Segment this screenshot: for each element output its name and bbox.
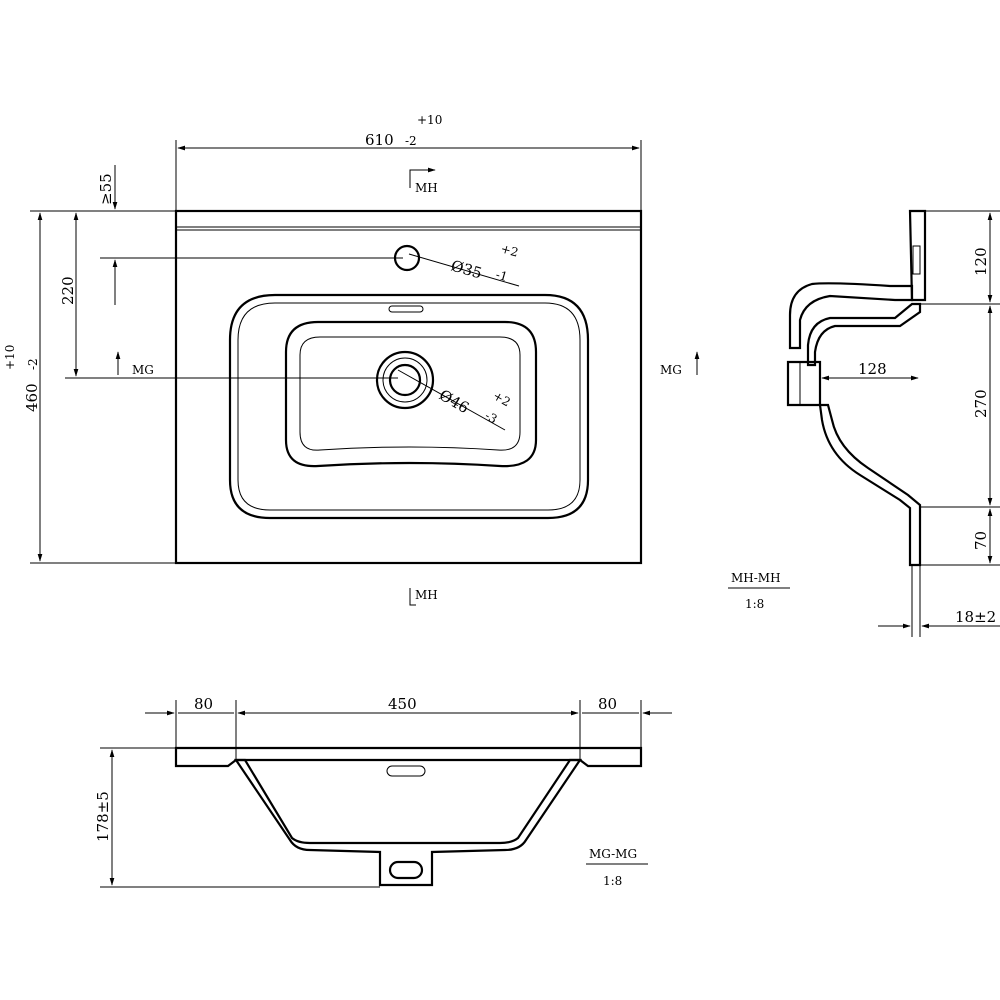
section-label-mg-left: MG [132, 363, 154, 377]
width-value: 610 [365, 131, 394, 149]
bowl-depth-value: 270 [972, 389, 990, 418]
basin-outline [174, 209, 643, 565]
right-deck-width-value: 80 [598, 695, 617, 713]
drain-depth-value: 128 [858, 360, 887, 378]
plan-view: 610 +10 -2 460 -2 +10 220 ≥55 Ø35 +2 -1 … [3, 113, 700, 606]
bowl-wall-profile [818, 403, 922, 567]
rim-profile [788, 282, 914, 350]
drain-hole-diameter: Ø46 [436, 386, 472, 417]
bowl-outer-contour [228, 293, 590, 520]
drain-hole [375, 350, 435, 410]
depth-tolerance-plus: +10 [3, 345, 17, 370]
width-tolerance-plus: +10 [417, 113, 442, 127]
front-section-scale: 1:8 [603, 874, 622, 888]
section-arrow-mh-bottom [409, 588, 416, 606]
depth-tolerance-minus: -2 [26, 358, 40, 370]
front-section-view: 80 450 80 178±5 MG-MG 1:8 [94, 695, 672, 888]
tap-offset-value: ≥55 [97, 173, 115, 205]
front-section-label: MG-MG [589, 847, 637, 861]
section-arrow-mh-top [409, 167, 436, 188]
drain-offset-value: 220 [59, 276, 77, 305]
bowl-inner-contour [284, 320, 538, 468]
section-label-mg-right: MG [660, 363, 682, 377]
drain-outlet [388, 860, 424, 880]
overall-height-value: 178±5 [94, 791, 112, 842]
drain-hole-tolerance-minus: -3 [483, 408, 500, 426]
section-label-mh-bottom: MH [415, 588, 438, 602]
left-deck-width-value: 80 [194, 695, 213, 713]
overflow-slot-section [386, 765, 426, 777]
rim-height-value: 120 [972, 247, 990, 276]
bowl-section-profile [233, 758, 583, 887]
tap-hole-tolerance-plus: +2 [499, 241, 520, 259]
tap-hole-diameter: Ø35 [449, 257, 484, 283]
front-lip-value: 70 [972, 531, 990, 550]
side-section-scale: 1:8 [745, 597, 764, 611]
thickness-value: 18±2 [955, 608, 996, 626]
side-section-view: 120 270 70 128 18±2 MH-MH 1:8 [728, 209, 1000, 637]
side-section-label: MH-MH [731, 571, 781, 585]
bowl-width-value: 450 [388, 695, 417, 713]
depth-value: 460 [23, 383, 41, 412]
width-tolerance-minus: -2 [405, 134, 417, 148]
overflow-slot [388, 305, 424, 313]
drain-block [786, 360, 822, 407]
section-label-mh-top: MH [415, 181, 438, 195]
tap-hole-tolerance-minus: -1 [494, 267, 509, 284]
drain-hole-tolerance-plus: +2 [491, 388, 513, 409]
